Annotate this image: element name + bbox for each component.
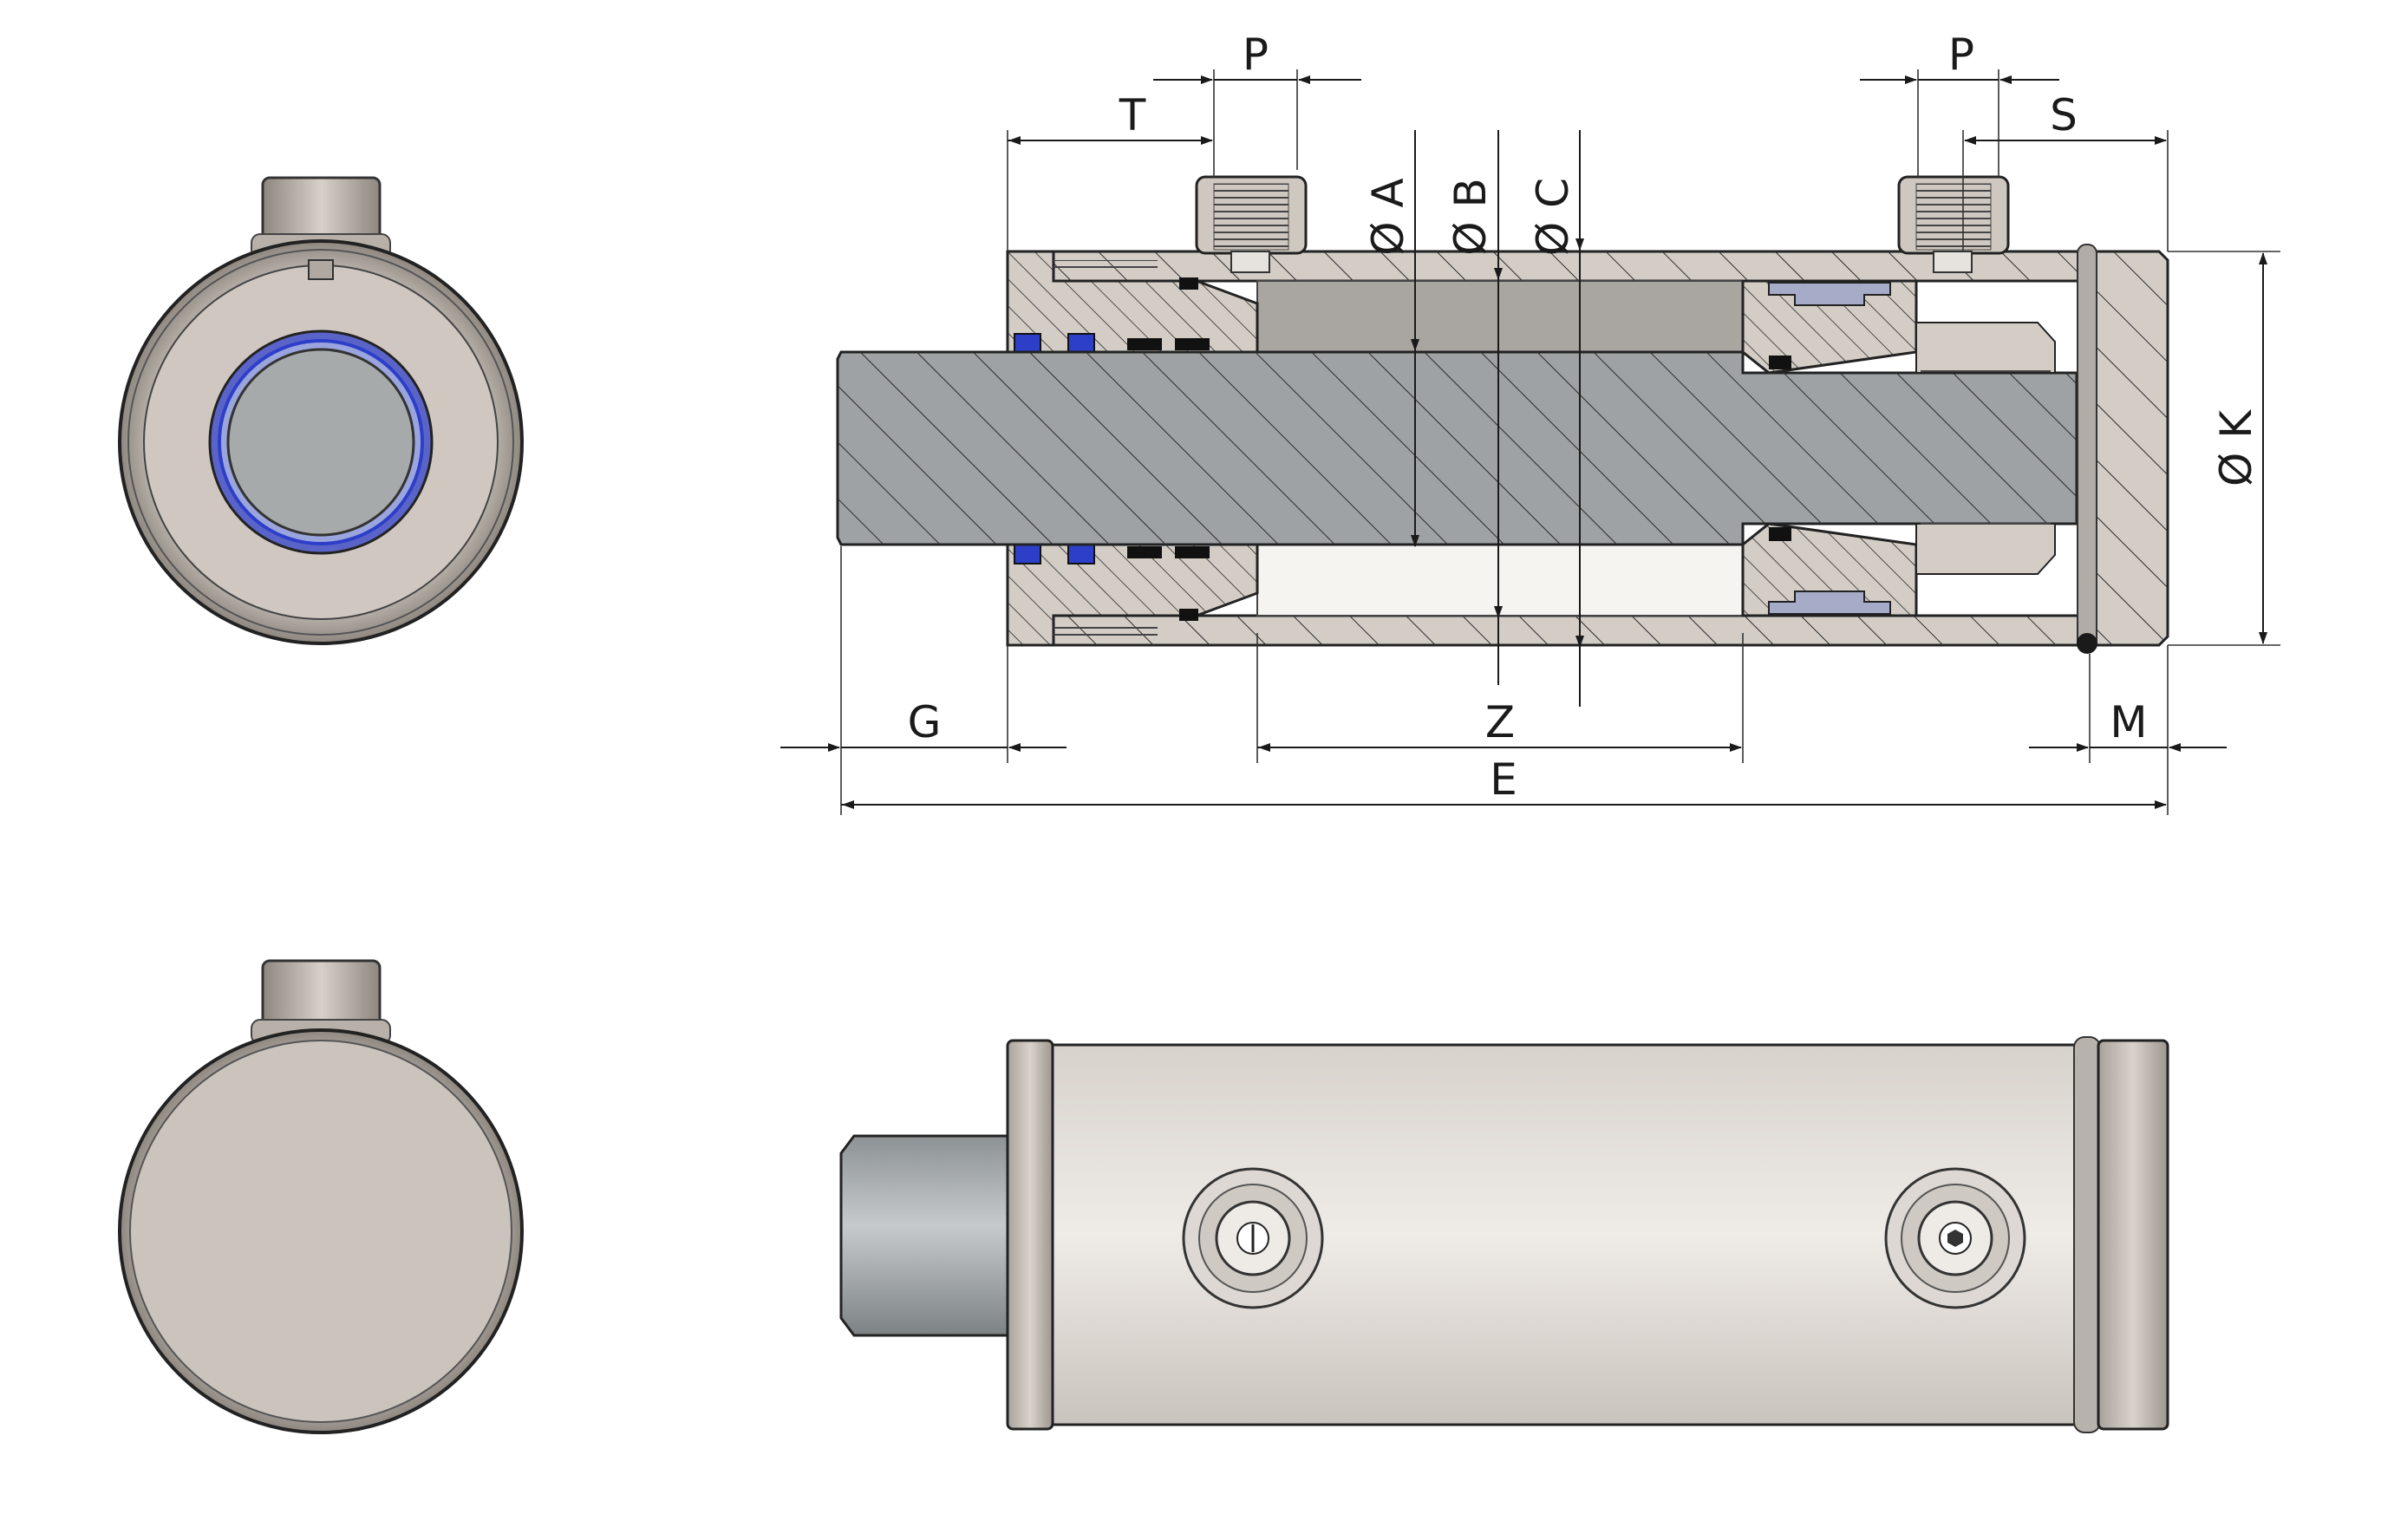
dim-label-g: G [908, 697, 942, 747]
port-left [1195, 175, 1308, 273]
svg-text:Ø B: Ø B [1445, 178, 1496, 256]
dim-label-p-right: P [1948, 29, 1974, 80]
end-view-rear [118, 959, 524, 1434]
svg-text:Ø C: Ø C [1528, 178, 1578, 256]
dim-label-z: Z [1485, 697, 1515, 747]
dim-label-k: Ø K [2211, 409, 2261, 486]
dim-label-b: Ø B [1445, 178, 1496, 256]
dim-letter-a: A [1363, 178, 1413, 207]
dim-label-p-left: P [1243, 29, 1269, 80]
hex-port-icon [1182, 1167, 1324, 1309]
dim-letter-c: C [1528, 178, 1578, 208]
dim-label-a: Ø A [1363, 178, 1413, 255]
side-view [839, 1036, 2169, 1433]
dim-label-c: Ø C [1528, 178, 1578, 256]
dimension-lines [780, 69, 2280, 815]
diameter-symbol: Ø [1528, 222, 1578, 256]
dim-label-e: E [1490, 754, 1517, 805]
svg-text:Ø K: Ø K [2211, 409, 2261, 486]
dim-label-t: T [1119, 90, 1146, 140]
dim-label-m: M [2110, 697, 2147, 747]
diameter-symbol: Ø [2211, 453, 2261, 486]
dim-letter-b: B [1445, 178, 1496, 207]
diameter-symbol: Ø [1363, 221, 1413, 255]
port-right [1897, 175, 2010, 273]
svg-text:Ø A: Ø A [1363, 178, 1413, 255]
dimension-labels: T P P S Ø A Ø B Ø C Ø K G Z M E [908, 29, 2261, 805]
section-view [836, 175, 2169, 654]
hex-port-icon [1884, 1167, 2026, 1309]
dim-letter-k: K [2211, 409, 2261, 439]
diameter-symbol: Ø [1445, 221, 1496, 255]
dim-label-s: S [2050, 90, 2078, 140]
end-view-front [118, 176, 524, 645]
